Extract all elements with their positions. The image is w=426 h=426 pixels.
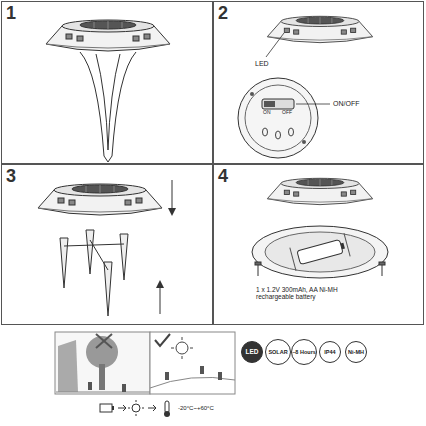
feature-badge: SOLAR: [265, 339, 291, 365]
part-label: LED: [255, 60, 269, 68]
step-panel: 4: [213, 164, 424, 325]
badge-text: IP44: [324, 349, 335, 355]
battery-spec: 1 x 1.2V 300mAh, AA Ni-MH rechargeable b…: [256, 286, 356, 301]
step-number: 2: [218, 3, 423, 23]
step-number: 4: [218, 166, 423, 186]
switch-label: OFF: [282, 110, 292, 116]
step-number: 1: [6, 3, 212, 23]
feature-badge: LED: [241, 341, 263, 363]
part-label: ON/OFF: [333, 100, 359, 108]
feature-badge: IP44: [319, 341, 341, 363]
feature-badge: ~8 Hours: [291, 339, 317, 365]
step-panel: 3: [1, 164, 213, 325]
step-number: 3: [6, 166, 212, 186]
badge-text: LED: [246, 349, 259, 355]
switch-label: ON: [263, 110, 271, 116]
badge-text: ~8 Hours: [292, 349, 316, 355]
badge-text: SOLAR: [268, 349, 287, 355]
badge-text: Ni-MH: [348, 349, 364, 355]
step-panel: 1: [1, 1, 213, 164]
feature-badge: Ni-MH: [345, 341, 367, 363]
step-panel: 2: [213, 1, 424, 164]
temperature-range: -20°C~+60°C: [178, 405, 214, 412]
